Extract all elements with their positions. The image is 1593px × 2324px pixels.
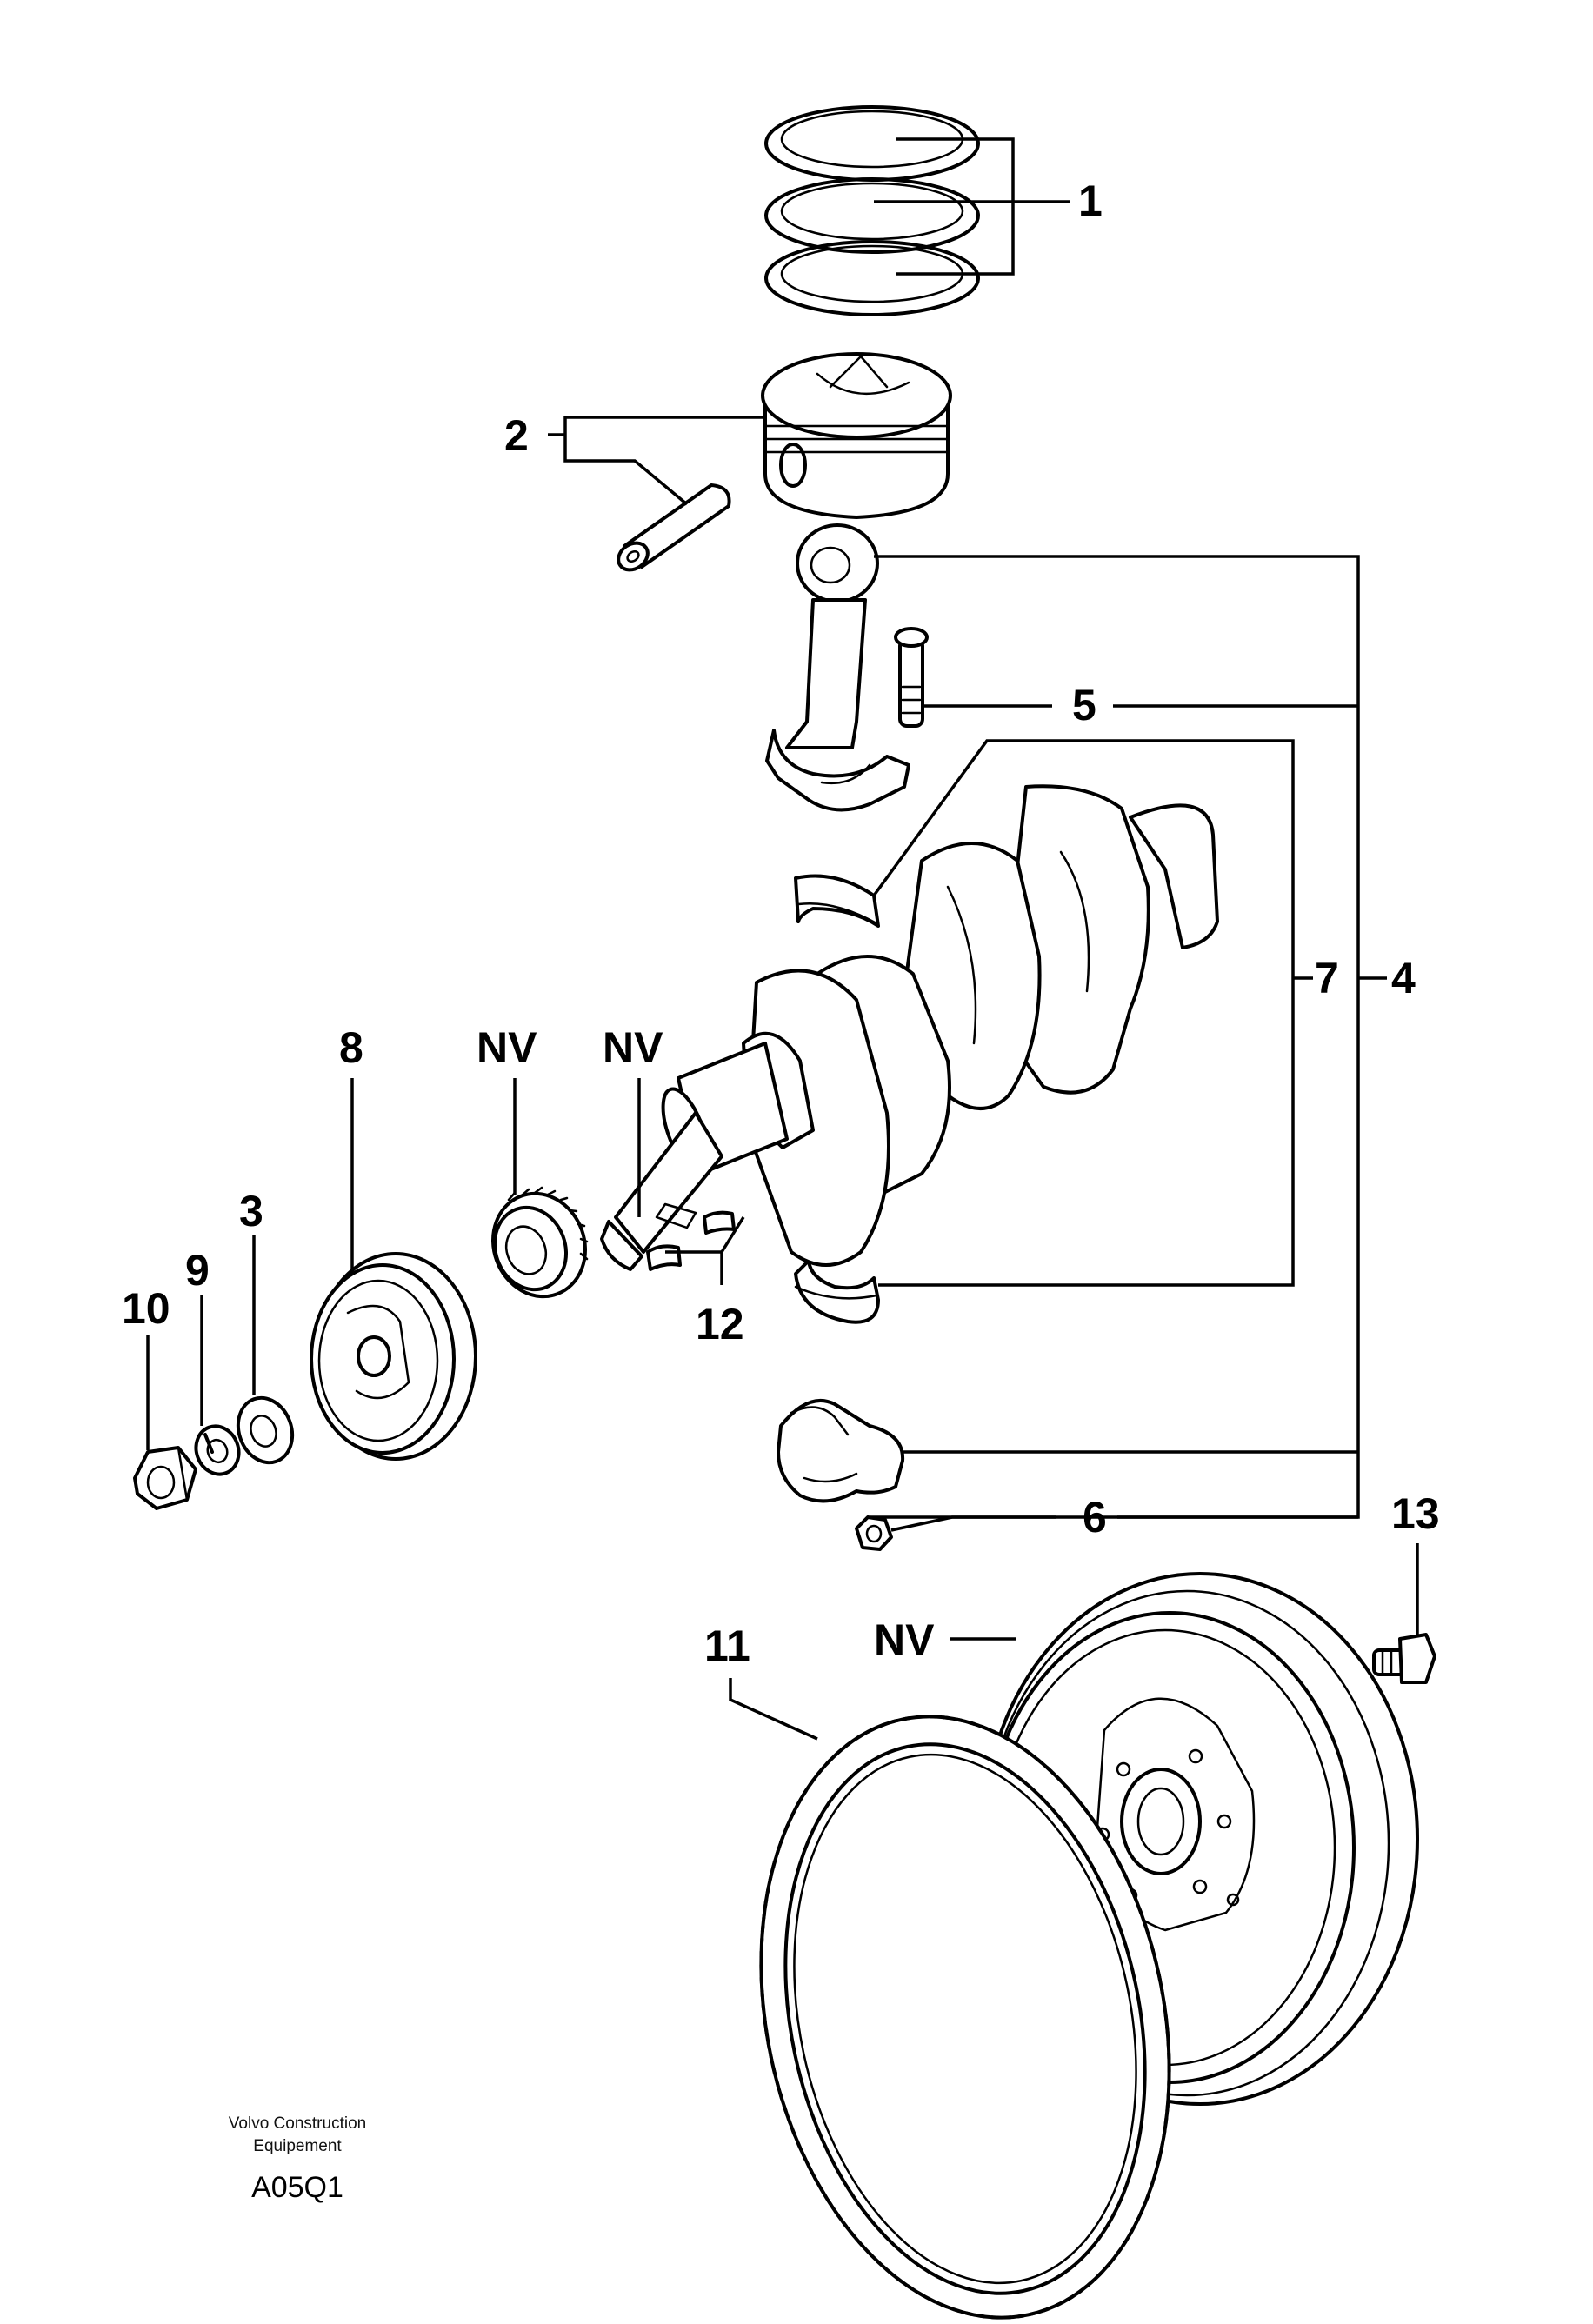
leader-2 — [548, 416, 765, 506]
leader-11 — [729, 1678, 818, 1741]
footer-brand-line1: Volvo Construction — [229, 2114, 366, 2133]
bearing-shell-upper — [794, 874, 880, 928]
leader-1 — [874, 137, 1070, 276]
leader-7 — [872, 739, 1313, 1287]
piston-rings — [764, 105, 980, 316]
flywheel-bolt — [1372, 1633, 1436, 1684]
crank-pulley — [310, 1252, 477, 1461]
bearing-cap — [777, 1399, 905, 1503]
callout-4: 4 — [1391, 954, 1416, 1002]
callout-nv-gear: NV — [477, 1023, 537, 1072]
bearing-shell-lower — [794, 1259, 880, 1324]
lock-washer — [194, 1424, 241, 1476]
callout-12: 12 — [696, 1300, 744, 1348]
footer-figure-code: A05Q1 — [251, 2171, 343, 2204]
leader-12 — [665, 1216, 745, 1285]
pulley-nut — [133, 1446, 197, 1510]
callout-5: 5 — [1072, 681, 1096, 729]
callout-11: 11 — [704, 1621, 750, 1670]
callout-7: 7 — [1315, 954, 1339, 1002]
callout-nv-crank: NV — [603, 1023, 663, 1072]
washer — [236, 1395, 295, 1465]
rod-bolt — [894, 627, 929, 728]
footer-brand-line2: Equipement — [253, 2137, 342, 2155]
callout-13: 13 — [1391, 1489, 1440, 1538]
callout-3: 3 — [239, 1187, 263, 1235]
piston-pin — [617, 483, 731, 572]
crank-gear — [491, 1186, 589, 1299]
callout-6: 6 — [1083, 1493, 1107, 1542]
leader-4 — [870, 555, 1387, 1519]
cap-nut — [855, 1515, 893, 1551]
callout-8: 8 — [339, 1023, 363, 1072]
piston — [761, 352, 952, 519]
ring-gear — [759, 1715, 1171, 2320]
callout-nv-flywheel: NV — [874, 1615, 935, 1664]
callout-1: 1 — [1078, 176, 1103, 225]
leader-6 — [890, 1515, 1358, 1532]
connecting-rod — [765, 523, 910, 812]
callout-9: 9 — [185, 1246, 210, 1295]
callout-2: 2 — [504, 411, 529, 460]
crankshaft — [600, 784, 1219, 1271]
callout-10: 10 — [122, 1284, 170, 1333]
